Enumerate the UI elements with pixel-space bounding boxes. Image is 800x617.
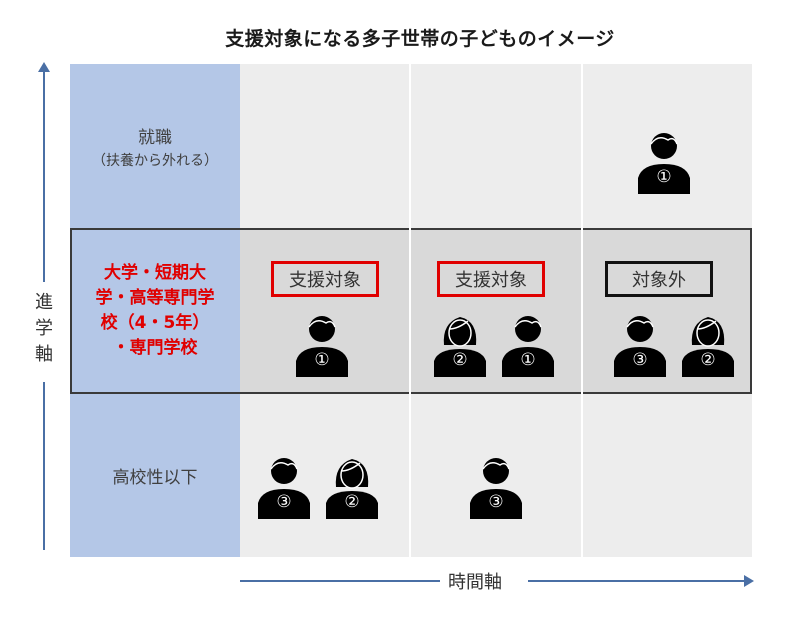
column-divider	[409, 64, 411, 557]
vertical-axis-arrow-icon	[38, 62, 50, 72]
child-male-icon: ①	[292, 313, 352, 377]
child-male-icon: ①	[498, 313, 558, 377]
child-female-icon: ②	[678, 313, 738, 377]
support-target-tag: 支援対象	[437, 261, 545, 297]
child-female-icon: ②	[430, 313, 490, 377]
child-male-icon: ③	[610, 313, 670, 377]
support-target-tag: 支援対象	[271, 261, 379, 297]
horizontal-axis-label: 時間軸	[448, 572, 502, 593]
horizontal-axis-arrow-icon	[744, 575, 754, 587]
child-male-icon: ③	[254, 455, 314, 519]
diagram-title: 支援対象になる多子世帯の子どものイメージ	[225, 28, 615, 50]
vertical-axis-line-lower	[43, 382, 45, 550]
band-label-cell	[72, 230, 240, 392]
column-divider	[581, 64, 583, 557]
child-female-icon: ②	[322, 455, 382, 519]
horizontal-axis-line-right	[528, 580, 746, 582]
row-label-employment: 就職 （扶養から外れる）	[92, 127, 218, 169]
horizontal-axis-line-left	[240, 580, 440, 582]
not-target-tag: 対象外	[605, 261, 713, 297]
child-male-icon: ③	[466, 455, 526, 519]
vertical-axis-line-upper	[43, 66, 45, 282]
child-male-icon: ①	[634, 130, 694, 194]
row-label-higher-education: 大学・短期大 学・高等専門学 校（4・5年） ・専門学校	[95, 263, 215, 358]
row-label-high-school: 高校性以下	[112, 468, 198, 488]
vertical-axis-label: 進 学 軸	[35, 292, 53, 365]
